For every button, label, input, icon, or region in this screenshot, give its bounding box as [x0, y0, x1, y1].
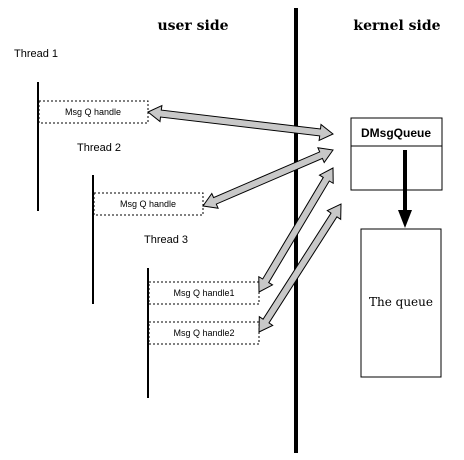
thread-1-label: Thread 1: [14, 48, 58, 60]
dmsgqueue-object: DMsgQueue: [350, 117, 443, 191]
thread-3-handle-1: Msg Q handle1: [148, 281, 260, 305]
thread-2-handle-arrow: [202, 147, 334, 209]
thread-3-handle-2-arrow: [258, 203, 342, 333]
kernel-side-header: kernel side: [353, 18, 440, 34]
thread-1-handle-label: Msg Q handle: [65, 107, 121, 117]
object-to-queue-arrowhead: [398, 210, 412, 228]
thread-2-handle: Msg Q handle: [93, 192, 204, 216]
thread-1-handle: Msg Q handle: [38, 100, 149, 124]
thread-3-handle-1-label: Msg Q handle1: [173, 288, 234, 298]
handle-link-arrows: [147, 104, 342, 333]
dmsgqueue-title: DMsgQueue: [361, 126, 431, 140]
thread-3-handle-2-label: Msg Q handle2: [173, 328, 234, 338]
thread-3-handle-1-arrow: [258, 167, 334, 293]
thread-2-label: Thread 2: [77, 142, 121, 154]
queue-label: The queue: [369, 295, 433, 309]
thread-2-handle-label: Msg Q handle: [120, 199, 176, 209]
thread-1-handle-arrow: [147, 104, 334, 142]
queue-box: The queue: [360, 228, 442, 378]
thread-3-label: Thread 3: [144, 234, 188, 246]
user-side-header: user side: [157, 18, 228, 34]
thread-3-handle-2: Msg Q handle2: [148, 321, 260, 345]
